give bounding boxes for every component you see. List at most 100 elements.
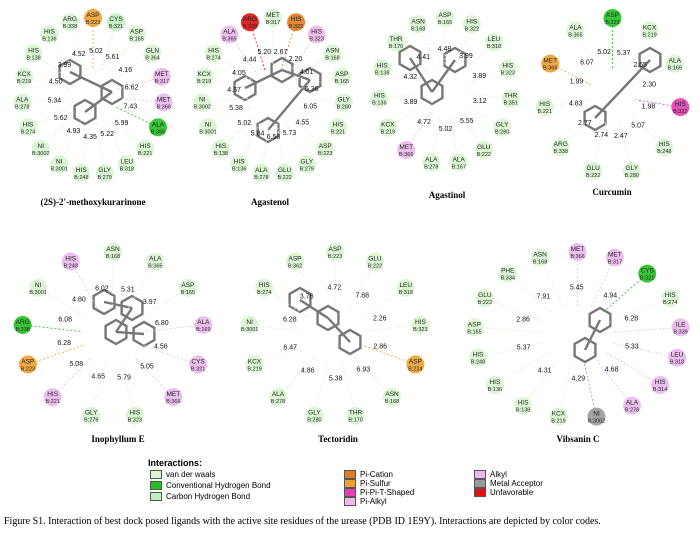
residue-disc bbox=[194, 315, 213, 334]
residue-label: ASP bbox=[21, 358, 34, 365]
residue-label: B:3001 bbox=[50, 167, 67, 173]
residue-label: LEU bbox=[399, 282, 412, 289]
residue-disc bbox=[668, 348, 687, 367]
interaction-line bbox=[379, 93, 423, 100]
residue-disc bbox=[605, 248, 624, 267]
distance-label: 7.43 bbox=[123, 104, 137, 111]
residue-label: MET bbox=[157, 96, 171, 103]
distance-label: 5.37 bbox=[617, 50, 631, 57]
residue-label: B:224 bbox=[408, 366, 422, 372]
residue-label: B:338 bbox=[243, 24, 257, 30]
ligand-ring bbox=[104, 318, 128, 346]
interaction-line bbox=[461, 41, 495, 75]
ligand-bond bbox=[583, 319, 602, 351]
interaction-line bbox=[474, 326, 542, 333]
residue-label: B:274 bbox=[257, 290, 271, 296]
residue-label: B:223 bbox=[21, 366, 35, 372]
residue-disc bbox=[154, 93, 173, 112]
ligand-ring bbox=[338, 328, 362, 356]
ligand-ring bbox=[256, 116, 280, 144]
residue-label: B:222 bbox=[478, 300, 492, 306]
residue-label: B:3002 bbox=[32, 151, 49, 157]
residue-label: B:136 bbox=[488, 387, 502, 393]
residue-label: HIS bbox=[466, 18, 478, 25]
residue-label: B:169 bbox=[196, 327, 210, 333]
residue-label: B:351 bbox=[503, 101, 517, 107]
residue-label: NI bbox=[199, 96, 206, 103]
residue-disc bbox=[436, 9, 454, 27]
residue-disc bbox=[152, 67, 171, 86]
residue-label: B:318 bbox=[487, 44, 501, 50]
residue-label: B:138 bbox=[516, 408, 530, 414]
interaction-line bbox=[477, 342, 543, 359]
distance-label: 2.26 bbox=[373, 315, 387, 322]
interaction-line bbox=[558, 363, 572, 417]
residue-label: B:170 bbox=[348, 418, 362, 424]
residue-label: B:280 bbox=[625, 173, 639, 179]
residue-disc bbox=[501, 89, 520, 108]
residue-label: B:167 bbox=[452, 164, 466, 170]
residue-label: ALA bbox=[197, 319, 210, 326]
residue-disc bbox=[40, 25, 59, 44]
distance-label: 6.28 bbox=[625, 315, 639, 322]
residue-label: B:279 bbox=[97, 175, 111, 181]
residue-label: B:3001 bbox=[199, 129, 216, 135]
residue-label: HIS bbox=[215, 143, 227, 150]
residue-label: B:3002 bbox=[588, 419, 605, 425]
residue-label: B:314 bbox=[653, 387, 667, 393]
residue-label: ALA bbox=[255, 167, 268, 174]
residue-disc bbox=[31, 139, 50, 158]
ligand-ring bbox=[588, 306, 612, 334]
residue-label: GLU bbox=[278, 167, 292, 174]
distance-label: 3.89 bbox=[473, 73, 487, 80]
residue-label: MET bbox=[155, 71, 169, 78]
interaction-line bbox=[341, 363, 356, 416]
residue-label: CYS bbox=[191, 358, 205, 365]
compound-name: Curcumin bbox=[592, 187, 631, 197]
residue-label: ALA bbox=[569, 24, 582, 31]
residue-label: B:338 bbox=[63, 24, 77, 30]
legend-swatch bbox=[344, 497, 356, 507]
residue-label: ALA bbox=[425, 156, 438, 163]
ligand-ring bbox=[73, 98, 97, 126]
legend-item: Pi-Pi-T-Shaped bbox=[344, 488, 414, 498]
residue-disc bbox=[462, 15, 481, 34]
residue-label: B:321 bbox=[109, 24, 123, 30]
interaction-line bbox=[133, 356, 174, 398]
residue-label: B:274 bbox=[206, 55, 220, 61]
residue-label: CYS bbox=[641, 268, 655, 275]
residue-label: CYS bbox=[109, 16, 123, 23]
residue-disc bbox=[332, 67, 351, 86]
distance-label: 6.28 bbox=[57, 340, 71, 347]
distance-label: 5.31 bbox=[121, 286, 135, 293]
residue-label: HIS bbox=[28, 47, 40, 54]
residue-label: B:136 bbox=[42, 36, 56, 42]
legend-label: Conventional Hydrogen Bond bbox=[166, 481, 271, 490]
residue-disc bbox=[95, 163, 114, 182]
residue-disc bbox=[107, 13, 126, 32]
residue-label: B:169 bbox=[668, 66, 682, 72]
interaction-line bbox=[52, 356, 93, 398]
interaction-line bbox=[590, 257, 616, 309]
distance-label: 4.57 bbox=[227, 87, 241, 94]
ligand-bond bbox=[327, 317, 351, 343]
residue-label: HIS bbox=[129, 410, 141, 417]
residue-label: B:321 bbox=[640, 276, 654, 282]
interaction-line bbox=[636, 99, 681, 108]
residue-label: B:168 bbox=[106, 254, 120, 260]
residue-disc bbox=[498, 264, 517, 283]
residue-disc bbox=[651, 376, 670, 395]
residue-disc bbox=[661, 289, 680, 308]
residue-label: B:219 bbox=[197, 79, 211, 85]
distance-label: 2.47 bbox=[614, 133, 628, 140]
legend-item: Carbon Hydrogen Bond bbox=[150, 492, 250, 502]
residue-disc bbox=[378, 118, 397, 137]
residue-label: ASN bbox=[326, 47, 340, 54]
residue-disc bbox=[117, 155, 136, 174]
residue-disc bbox=[474, 141, 493, 160]
residue-label: GLY bbox=[98, 167, 111, 174]
residue-disc bbox=[396, 278, 415, 297]
legend-swatch bbox=[150, 492, 162, 502]
distance-label: 6.62 bbox=[125, 85, 139, 92]
residue-disc bbox=[409, 15, 428, 34]
